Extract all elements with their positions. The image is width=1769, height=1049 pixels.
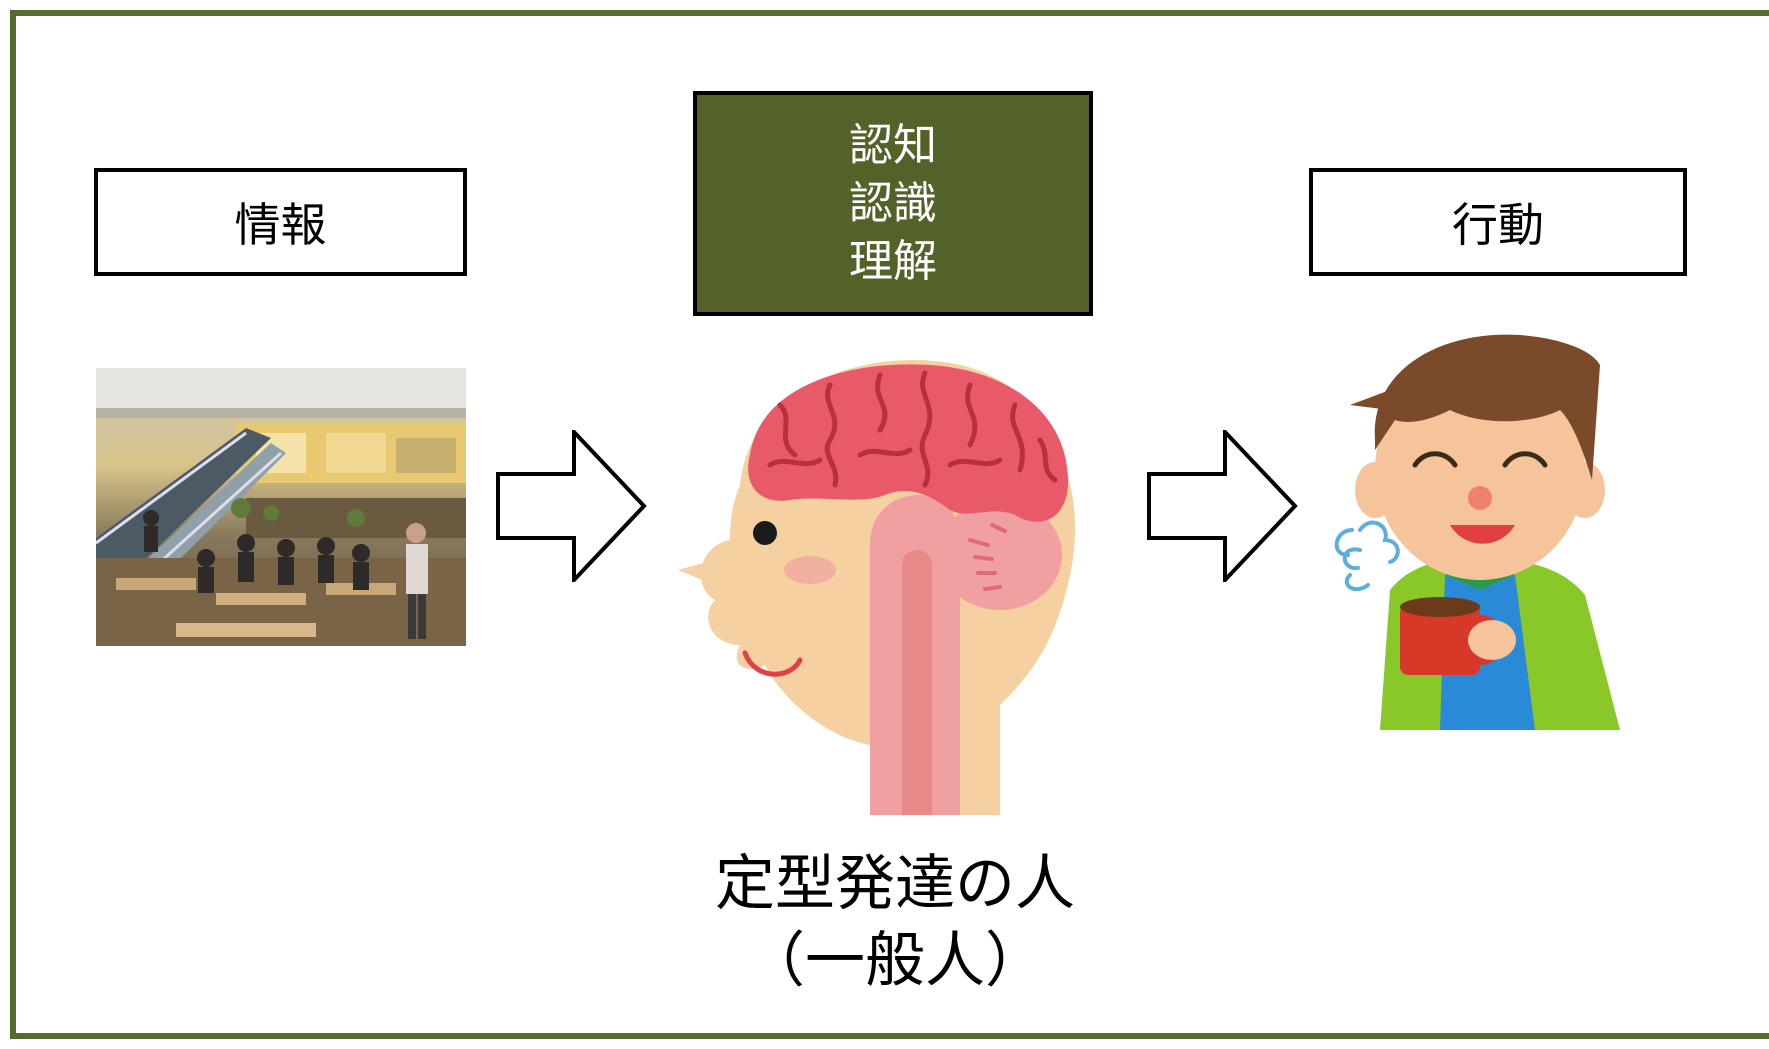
caption-line-2: （一般人） [745,926,1045,996]
shopping-mall-photo [96,368,466,646]
cognition-line-3: 理解 [849,235,937,287]
caption-line-1: 定型発達の人 [715,849,1075,919]
cognition-line-1: 認知 [849,119,937,171]
cognition-box: 認知 認識 理解 [693,91,1093,316]
info-label: 情報 [234,198,327,252]
cognition-line-2: 認識 [849,177,937,229]
brain-head-illustration [678,360,1076,815]
right-arrow-icon [496,430,647,582]
man-drinking-coffee-illustration [1334,334,1620,730]
diagram-frame [10,10,1769,1039]
info-label-box: 情報 [94,168,467,276]
right-arrow-icon [1147,430,1298,582]
action-label-box: 行動 [1309,168,1687,276]
action-label: 行動 [1452,198,1544,252]
